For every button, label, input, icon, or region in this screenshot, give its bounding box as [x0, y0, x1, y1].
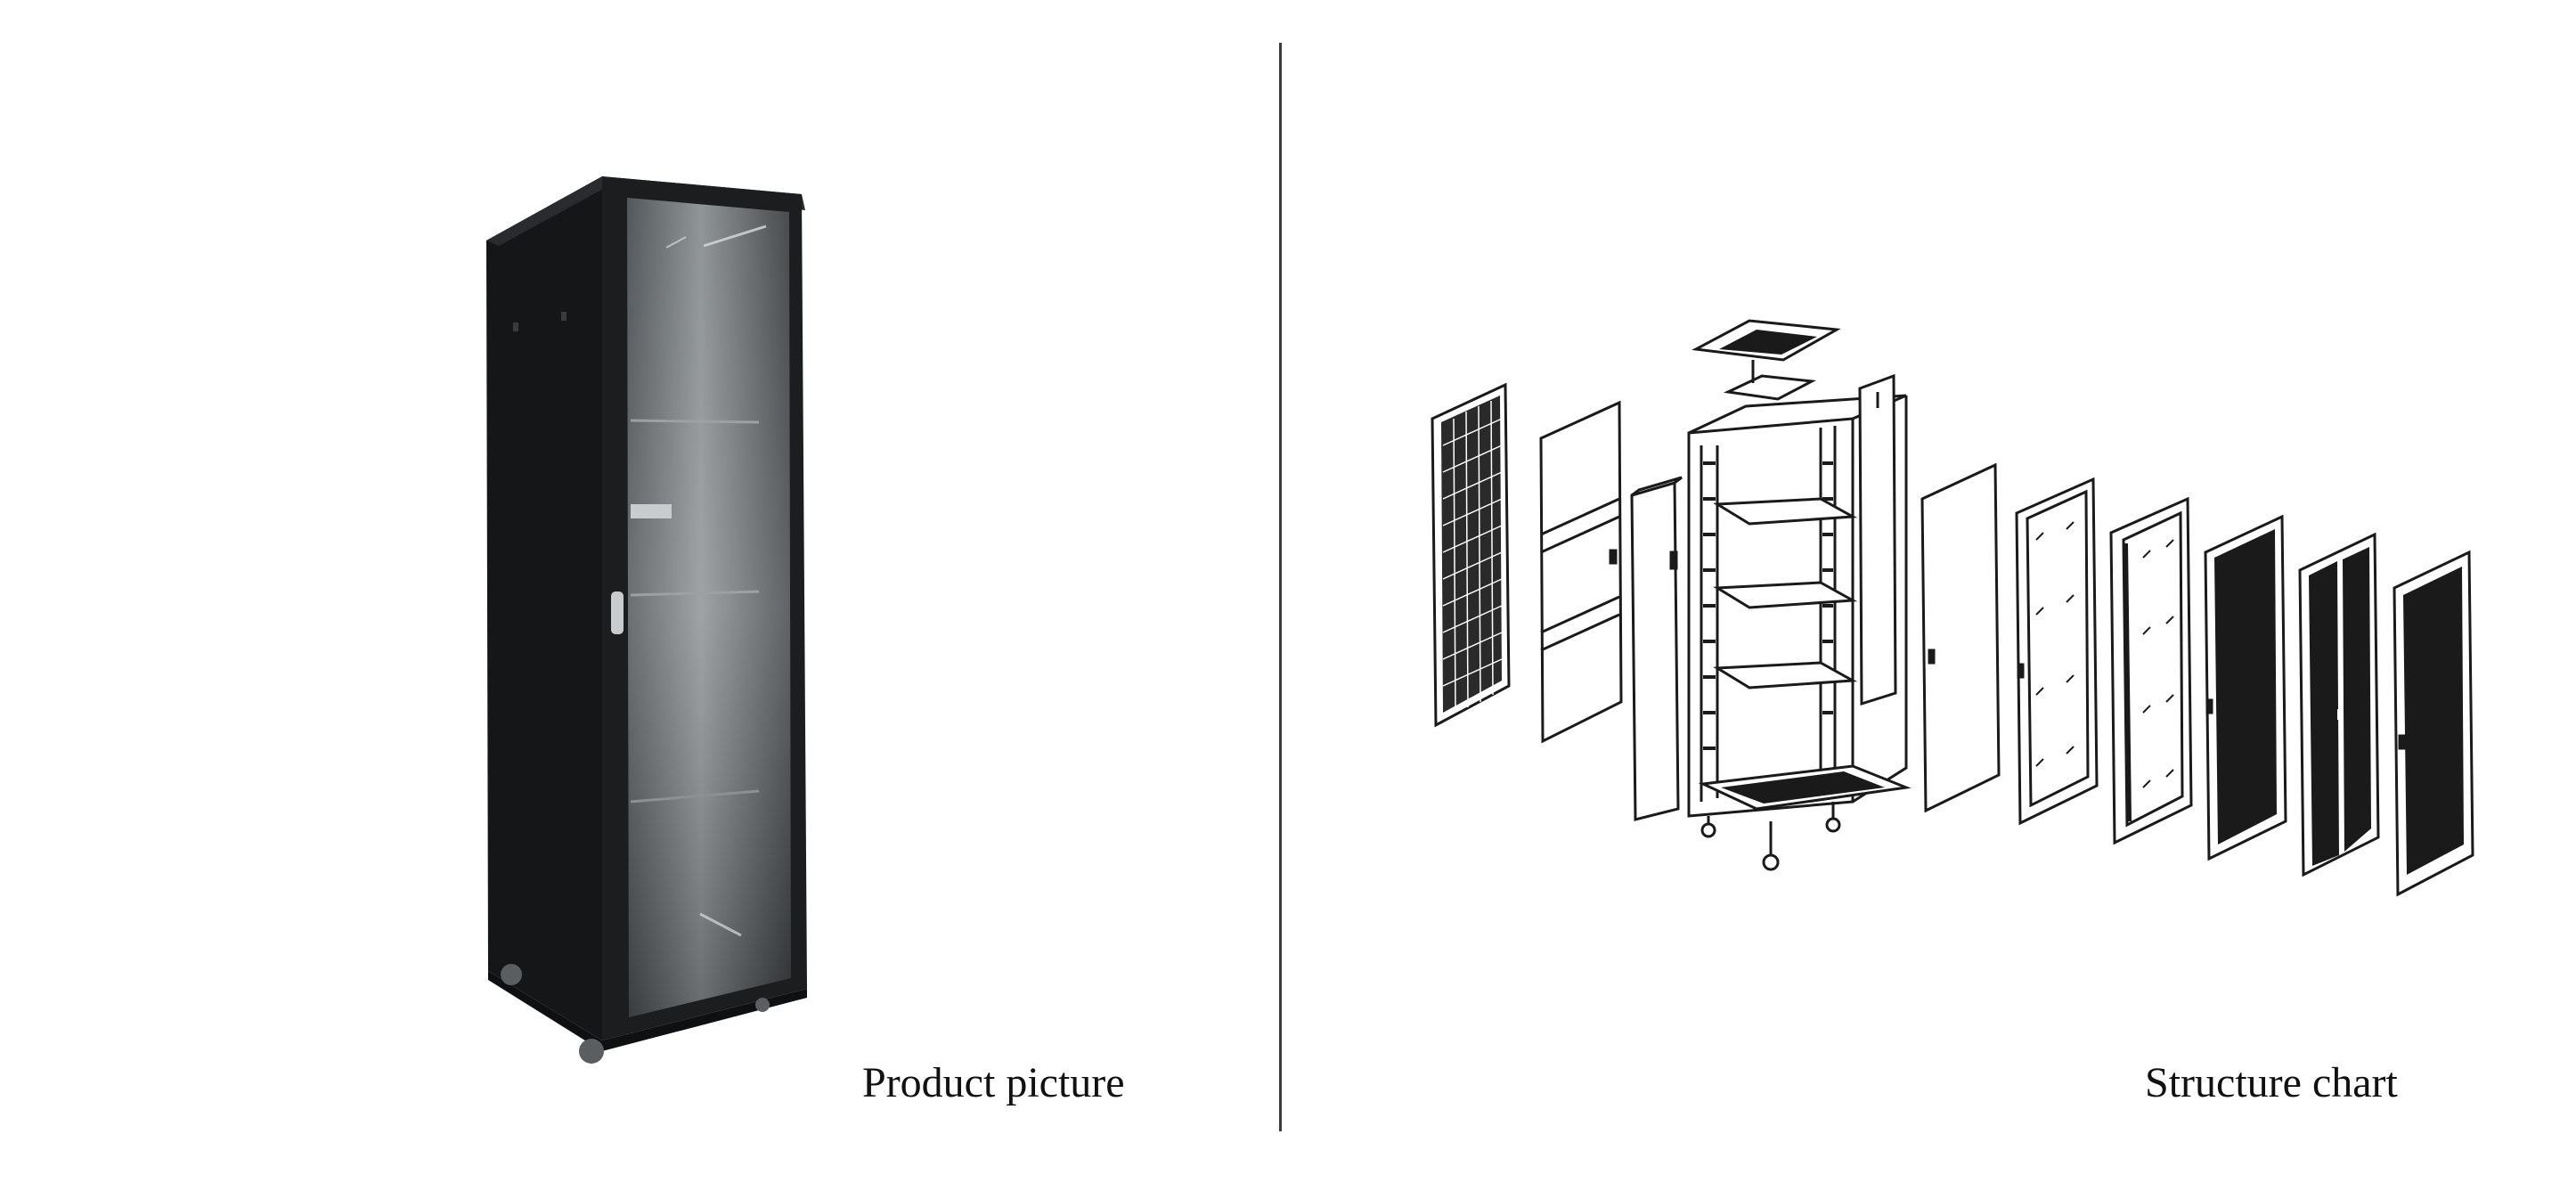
side-panel-part [1539, 400, 1623, 744]
product-panel: Product picture [0, 0, 1279, 1183]
curved-door-part [2393, 550, 2474, 897]
glass-door-part [2015, 477, 2099, 826]
structure-chart-caption: Structure chart [2145, 1059, 2398, 1106]
caster-wheel [755, 998, 770, 1012]
rack-exploded-diagram-icon [1431, 319, 2474, 897]
door-part [1920, 462, 2001, 813]
rack-frame-part [1687, 394, 1912, 871]
product-picture-caption: Product picture [862, 1059, 1125, 1106]
side-panel-part [1858, 373, 1897, 706]
door-handle [611, 592, 624, 634]
top-cover-part [1692, 319, 1841, 401]
panel-divider [1279, 43, 1282, 1131]
server-rack-cabinet-icon [486, 176, 807, 1064]
caster-wheel [501, 964, 522, 985]
cabinet-side-panel [486, 176, 602, 1040]
glass-door-part [2109, 496, 2193, 845]
side-panel-part [1630, 476, 1683, 821]
double-door-part [2298, 532, 2380, 877]
solid-door-part [2204, 514, 2287, 861]
mesh-door-part [1431, 382, 1511, 728]
structure-panel: Structure chart [1283, 0, 2576, 1183]
caster-wheel [579, 1039, 604, 1064]
